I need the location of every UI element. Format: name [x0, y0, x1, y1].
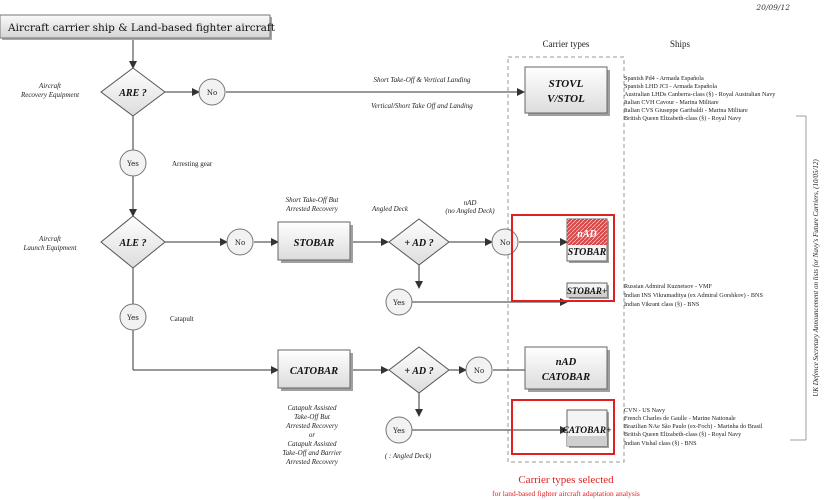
- circle-nodes: [119, 78, 519, 444]
- ship-item: Spanish LHD JCI - Armada Española: [624, 83, 717, 90]
- footer-analysis: for land-based fighter aircraft adaptati…: [492, 489, 640, 498]
- carrier-stobar-plus: STOBAR+: [566, 282, 609, 299]
- ship-item: Italian CVS Giuseppe Garibaldi - Marina …: [624, 107, 748, 114]
- side-note: UK Defence Secretary Announcement on lis…: [812, 159, 820, 397]
- ship-item: British Queen Elizabeth-class (§) - Roya…: [624, 431, 742, 438]
- stobar-plus-label: STOBAR+: [567, 286, 607, 296]
- circle-no-ad2: No: [474, 367, 484, 375]
- recovery-label-2: Recovery Equipment: [20, 91, 80, 99]
- ship-item: Spanish Pd4 - Armada Española: [624, 75, 704, 82]
- page-title: Aircraft carrier ship & Land-based fight…: [7, 22, 276, 34]
- label-angled-deck-note: ( : Angled Deck): [385, 452, 432, 460]
- catobar-desc-7: Arrested Recovery: [285, 458, 339, 466]
- header-carrier-types: Carrier types: [543, 39, 590, 49]
- footer-selected: Carrier types selected: [518, 474, 614, 486]
- ships-stobar-list: Russian Admiral Kuznetsov - VMF Indian I…: [624, 283, 763, 308]
- circle-no-are: No: [207, 89, 217, 97]
- label-catapult: Catapult: [170, 315, 194, 323]
- carrier-types-column: [507, 56, 625, 463]
- catobar-desc-3: Arrested Recovery: [285, 422, 339, 430]
- label-angled-deck: Angled Deck: [371, 205, 409, 213]
- stobar-label: STOBAR: [294, 238, 335, 249]
- process-catobar: CATOBAR: [277, 349, 353, 391]
- recovery-label-1: Aircraft: [38, 82, 62, 90]
- title-box: Aircraft carrier ship & Land-based fight…: [0, 14, 276, 40]
- label-arresting-gear: Arresting gear: [172, 160, 213, 168]
- stovl-label: STOVL: [549, 78, 584, 90]
- carrier-stovl: STOVL V/STOL: [524, 66, 610, 116]
- circle-yes-are: Yes: [126, 160, 139, 168]
- selected-catobar-frame: [511, 399, 615, 455]
- circle-yes-ad1: Yes: [392, 299, 405, 307]
- label-stobar-desc-1: Short Take-Off But: [286, 196, 340, 204]
- decision-ad-catobar: + AD ?: [388, 346, 450, 394]
- ship-item: Brazilian NAe São Paulo (ex-Foch) - Mari…: [624, 423, 763, 430]
- ship-item: French Charles de Gaulle - Marine Nation…: [624, 415, 736, 422]
- nad-stobar-label-2: STOBAR: [568, 247, 607, 258]
- catobar-desc-2: Take-Off But: [294, 413, 331, 421]
- carrier-nad-catobar: nAD CATOBAR: [524, 346, 610, 392]
- ship-item: Italian CVH Cavour - Marina Militare: [624, 99, 719, 106]
- decision-ale-label: ALE ?: [119, 238, 147, 249]
- ship-item: CVN - US Navy: [624, 407, 666, 414]
- catobar-desc-6: Take-Off and Barrier: [282, 449, 342, 457]
- catobar-plus-label: CATOBAR+: [562, 426, 611, 436]
- circle-yes-ale: Yes: [126, 314, 139, 322]
- ship-item: Indian INS Vikramaditya (ex Admiral Gors…: [624, 292, 763, 299]
- label-nad: nAD: [464, 199, 477, 207]
- side-bracket: [790, 115, 807, 441]
- decision-are-label: ARE ?: [118, 88, 147, 99]
- label-stovl: Short Take-Off & Vertical Landing: [374, 76, 471, 84]
- label-stobar-desc-2: Arrested Recovery: [285, 205, 339, 213]
- selected-stobar-frame: [511, 214, 615, 302]
- date-label: 20/09/12: [755, 3, 790, 12]
- catobar-desc-4: or: [309, 431, 316, 439]
- label-no-angled-deck: (no Angled Deck): [445, 207, 495, 215]
- ships-catobar-list: CVN - US Navy French Charles de Gaulle -…: [624, 407, 763, 447]
- launch-label-1: Aircraft: [38, 235, 62, 243]
- nad-catobar-label-1: nAD: [556, 357, 577, 368]
- vstol-label: V/STOL: [547, 93, 585, 105]
- catobar-desc-1: Catapult Assisted: [287, 404, 337, 412]
- ship-item: Russian Admiral Kuznetsov - VMF: [624, 283, 712, 290]
- decision-ad-stobar: + AD ?: [388, 218, 450, 266]
- header-ships: Ships: [670, 39, 691, 49]
- launch-label-2: Launch Equipment: [22, 244, 77, 252]
- process-stobar: STOBAR: [277, 221, 353, 263]
- nad-catobar-label-2: CATOBAR: [542, 372, 590, 383]
- decision-ale: ALE ?: [100, 215, 166, 269]
- ship-item: British Queen Elizabeth-class (§) - Roya…: [624, 115, 742, 122]
- catobar-label: CATOBAR: [290, 366, 338, 377]
- decision-ad2-label: + AD ?: [404, 366, 433, 377]
- carrier-catobar-plus: CATOBAR+: [562, 409, 612, 448]
- ship-item: Indian Vikrant class (§) - BNS: [624, 301, 700, 308]
- circle-no-ale: No: [235, 239, 245, 247]
- carrier-nad-stobar: nAD STOBAR: [566, 218, 609, 263]
- circle-yes-ad2: Yes: [392, 427, 405, 435]
- circle-no-ad1: No: [500, 239, 510, 247]
- label-vstol: Vertical/Short Take Off and Landing: [371, 102, 473, 110]
- decision-ad1-label: + AD ?: [404, 238, 433, 249]
- ships-stovl-list: Spanish Pd4 - Armada Española Spanish LH…: [624, 75, 776, 122]
- nad-stobar-label-1: nAD: [577, 229, 596, 240]
- ship-item: Indian Vishal class (§) - BNS: [624, 440, 697, 447]
- ship-item: Australian LHDs Canberra-class (§) - Roy…: [624, 91, 776, 98]
- catobar-desc-5: Catapult Assisted: [287, 440, 337, 448]
- decision-are: ARE ?: [100, 67, 166, 117]
